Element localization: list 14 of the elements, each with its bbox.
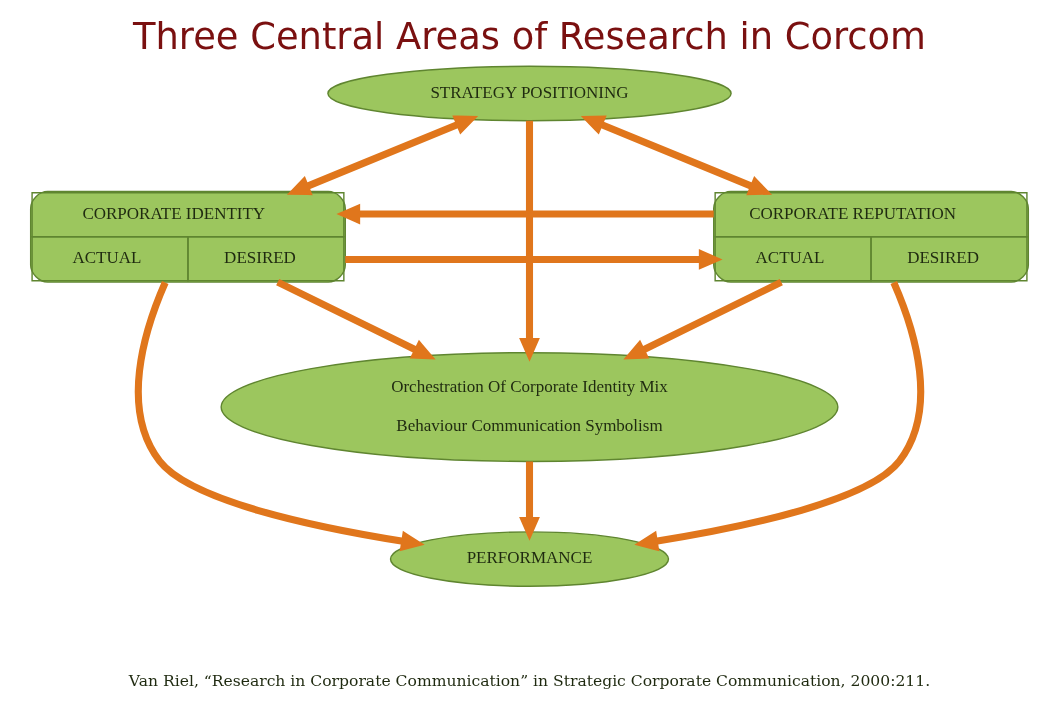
arrow (519, 461, 540, 541)
arrow (623, 278, 783, 360)
arrow (519, 120, 540, 362)
arrow (336, 203, 714, 225)
diagram-title: Three Central Areas of Research in Corcom (133, 15, 926, 59)
label: Van Riel, “Research in Corporate Communication” in Strategic Corporate Communication, 2000:211. (128, 672, 931, 691)
arrow (345, 249, 723, 270)
node-ellipse: Orchestration Of Corporate Identity Mix Behaviour Communication Symbolism (220, 351, 839, 463)
arrow (276, 278, 436, 360)
arrow (286, 115, 479, 196)
node-ellipse: STRATEGY POSITIONING (327, 65, 732, 122)
arrow (134, 281, 425, 552)
arrow (634, 281, 925, 552)
arrow (580, 115, 773, 196)
